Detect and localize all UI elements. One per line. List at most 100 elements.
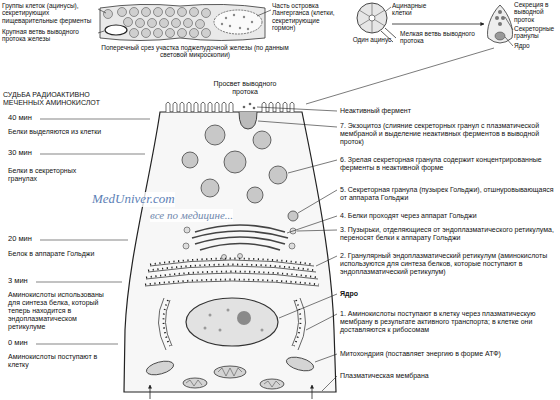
cell-drawing [247,187,263,203]
cell-drawing [239,112,257,129]
tissue-section [105,25,127,35]
cell-drawing [186,298,278,346]
cell-drawing [145,359,175,378]
cell-drawing [145,355,315,389]
tissue-section [190,8,199,17]
acinus-drawing [359,3,385,33]
leader-line [257,107,337,391]
cell-drawing [183,227,296,260]
cell-drawing [146,272,318,278]
cell-drawing [224,151,246,173]
section-heading: СУДЬБА РАДИОАКТИВНО МЕЧЕННЫХ АМИНОКИСЛОТ [3,91,128,107]
cell-drawing [204,309,264,332]
cell-drawing [298,298,306,350]
stage-label: Аминокислоты использованы для синтеза бе… [8,291,116,331]
leader-line [297,230,337,231]
leader-line [257,107,337,111]
tissue-section [130,29,139,38]
tissue-section [247,28,249,30]
cell-drawing [243,106,246,109]
cell-drawing [269,166,287,184]
tissue-section [104,8,211,38]
cell-drawing [145,260,319,350]
acinar-cell-icon [495,32,505,40]
tissue-section [142,29,151,38]
cell-drawing [253,107,256,110]
structure-label: Ацинарные клетки [392,2,442,17]
cell-drawing [150,260,314,266]
cell-drawing [145,281,319,286]
tissue-section [154,8,163,17]
cell-drawing [183,243,189,249]
leader-line [279,294,337,318]
tissue-section [251,21,253,23]
step-label: 7. Экзоцитоз (слияние секреторных гранул… [340,122,556,146]
step-label: 6. Зрелая секреторная гранула содержит к… [340,156,556,172]
tissue-section [124,18,133,27]
tissue-section [178,8,187,17]
leader-line [288,160,337,173]
step-label: 5. Секреторная гранула (пузырек Гольджи)… [340,186,556,202]
cell-drawing [182,125,298,221]
tissue-section [104,10,113,19]
structure-label: Плазматическая мембрана [340,372,556,380]
tissue-section [221,14,253,30]
tissue-section [214,10,262,34]
structure-label: Мелкая ветвь выводного протока [400,30,484,45]
step-label: 1. Аминокислоты поступают в клетку через… [340,310,556,334]
cell-drawing [205,125,225,145]
tissue-section [154,29,163,38]
cell-drawing [150,259,314,265]
structure-label: Секреция в выводной проток [514,1,557,23]
tissue-section [202,9,211,18]
leader-line [505,37,513,46]
leader-line [505,17,513,30]
cell-drawing [150,385,151,399]
cell-drawing [294,300,301,346]
leader-line [287,216,337,233]
structure-label: Часть островка Лангерганса (клетки, секр… [272,2,342,32]
cell-drawing [166,102,294,112]
zoom-arrow [306,24,494,104]
leader-line [257,10,271,16]
tissue-section [118,8,127,17]
cell-drawing [158,298,166,350]
acinar-cell-icon [498,22,502,26]
tissue-section [221,23,223,25]
tissue-section [225,17,227,19]
leader-line [315,354,337,362]
time-label: 0 мин [8,339,28,348]
time-label: 30 мин [8,149,32,158]
structure-label: Группы клеток (ацинусы), секретирующих п… [2,2,96,24]
tissue-section [148,19,157,28]
tissue-section [184,19,193,28]
cell-drawing [124,112,336,392]
leader-line [322,376,337,391]
leader-line [306,314,337,330]
tissue-section [196,20,205,29]
structure-label: Секреторные гранулы [514,25,557,40]
time-label: 40 мин [8,114,32,123]
tissue-section [243,16,245,18]
cell-drawing [214,366,246,378]
cell-drawing [186,380,202,386]
leader-line [298,190,337,213]
figure-caption: Поперечный срез участка поджелудочной же… [100,44,290,59]
tissue-section [100,4,265,40]
tissue-section [166,8,175,17]
tissue-section [178,29,187,38]
time-line [36,344,118,345]
step-label: 2. Гранулярный эндоплазматический ретику… [340,252,556,276]
stage-label: Аминокислоты поступают в клетку [8,353,108,369]
cell-drawing [260,379,284,389]
zoom-arrow [306,48,494,104]
leader-line [98,31,104,33]
tissue-section [202,29,211,38]
acinar-cell-icon [488,5,513,43]
step-label: 3. Пузырьки, отделяющиеся от эндоплазмат… [340,226,556,242]
cell-drawing [148,266,316,272]
cell-drawing [227,309,230,312]
time-label: 3 мин [8,277,28,286]
time-line [36,282,122,283]
